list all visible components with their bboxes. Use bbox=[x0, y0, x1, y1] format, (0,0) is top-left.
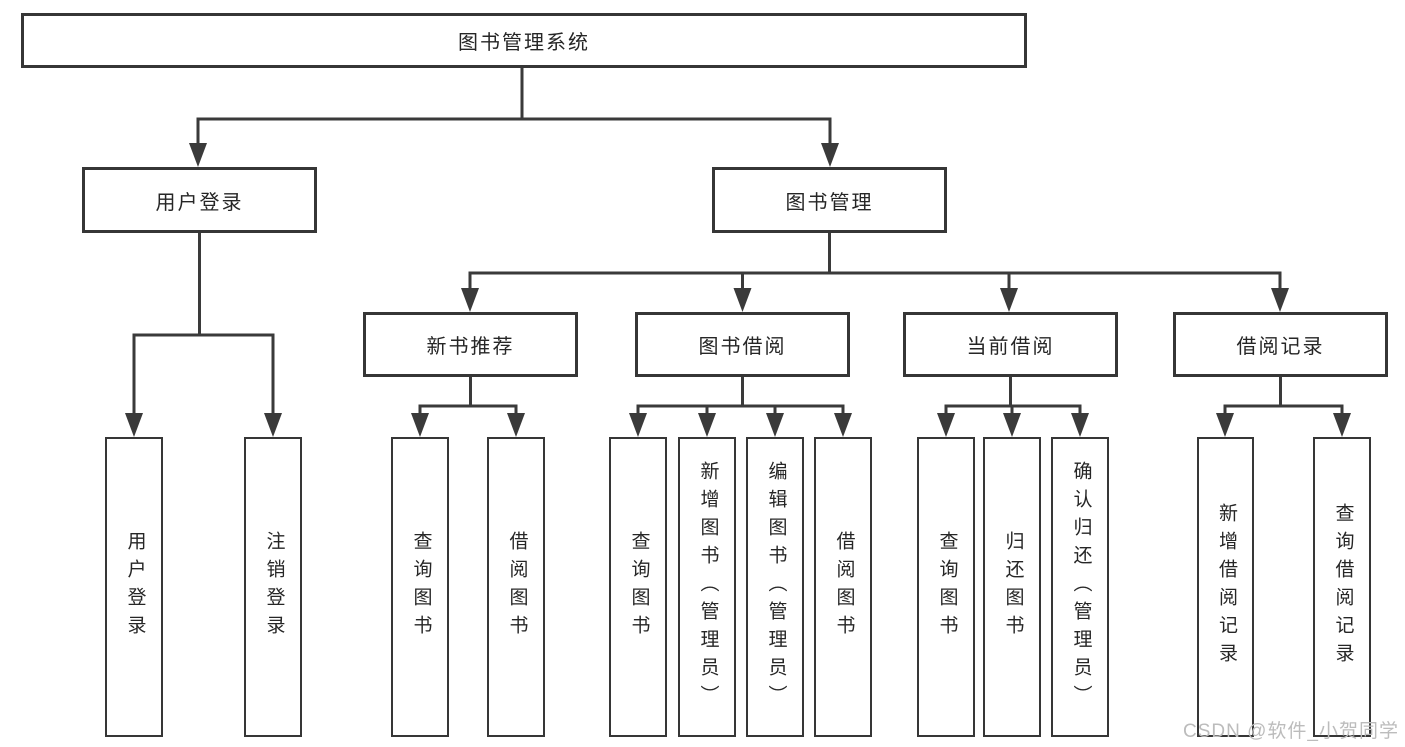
arrow-down-icon bbox=[733, 288, 752, 312]
leaf-query-books-borrow: 查询图书 bbox=[609, 437, 667, 737]
leaf-user-login: 用户登录 bbox=[105, 437, 163, 737]
arrow-down-icon bbox=[937, 413, 955, 437]
arrow-down-icon bbox=[264, 413, 282, 437]
node-label: 用户登录 bbox=[124, 531, 146, 643]
node-borrow-records: 借阅记录 bbox=[1173, 312, 1388, 377]
leaf-add-book-admin: 新增图书（管理员） bbox=[678, 437, 736, 737]
leaf-add-borrow-record: 新增借阅记录 bbox=[1197, 437, 1254, 737]
node-label: 新书推荐 bbox=[426, 336, 515, 358]
arrow-down-icon bbox=[1071, 413, 1089, 437]
leaf-logout: 注销登录 bbox=[244, 437, 302, 737]
arrow-down-icon bbox=[821, 143, 839, 167]
node-label: 查询借阅记录 bbox=[1332, 503, 1354, 671]
arrow-down-icon bbox=[766, 413, 784, 437]
arrow-down-icon bbox=[1000, 288, 1018, 312]
node-label: 用户登录 bbox=[155, 191, 244, 214]
arrow-down-icon bbox=[1216, 413, 1234, 437]
node-label: 借阅图书 bbox=[833, 531, 855, 643]
node-label: 查询图书 bbox=[628, 531, 650, 643]
leaf-edit-book-admin: 编辑图书（管理员） bbox=[746, 437, 804, 737]
node-label: 图书借阅 bbox=[698, 336, 787, 358]
node-user-login: 用户登录 bbox=[82, 167, 317, 233]
csdn-watermark: CSDN @软件_小贺同学 bbox=[1183, 721, 1399, 742]
leaf-return-book: 归还图书 bbox=[983, 437, 1041, 737]
arrow-down-icon bbox=[125, 413, 143, 437]
arrow-down-icon bbox=[1333, 413, 1351, 437]
leaf-query-books-recommend: 查询图书 bbox=[391, 437, 449, 737]
arrow-down-icon bbox=[1271, 288, 1289, 312]
node-label: 借阅图书 bbox=[506, 531, 528, 643]
node-label: 图书管理 bbox=[785, 191, 874, 214]
node-label: 借阅记录 bbox=[1236, 336, 1325, 358]
arrow-down-icon bbox=[629, 413, 647, 437]
node-label: 确认归还（管理员） bbox=[1070, 461, 1092, 713]
arrow-down-icon bbox=[1003, 413, 1021, 437]
node-new-book-recommend: 新书推荐 bbox=[363, 312, 578, 377]
node-label: 编辑图书（管理员） bbox=[765, 461, 787, 713]
leaf-borrow-books: 借阅图书 bbox=[814, 437, 872, 737]
arrow-down-icon bbox=[698, 413, 716, 437]
node-current-borrow: 当前借阅 bbox=[903, 312, 1118, 377]
node-label: 查询图书 bbox=[936, 531, 958, 643]
node-book-management: 图书管理 bbox=[712, 167, 947, 233]
node-label: 新增借阅记录 bbox=[1215, 503, 1237, 671]
node-label: 注销登录 bbox=[263, 531, 285, 643]
arrow-down-icon bbox=[189, 143, 207, 167]
leaf-query-books-current: 查询图书 bbox=[917, 437, 975, 737]
arrow-down-icon bbox=[461, 288, 479, 312]
node-label: 新增图书（管理员） bbox=[697, 461, 719, 713]
arrow-down-icon bbox=[411, 413, 429, 437]
leaf-query-borrow-record: 查询借阅记录 bbox=[1313, 437, 1371, 737]
node-label: 当前借阅 bbox=[966, 336, 1055, 358]
node-label: 图书管理系统 bbox=[458, 32, 590, 54]
arrow-down-icon bbox=[507, 413, 525, 437]
leaf-confirm-return-admin: 确认归还（管理员） bbox=[1051, 437, 1109, 737]
leaf-borrow-books-recommend: 借阅图书 bbox=[487, 437, 545, 737]
node-root-system: 图书管理系统 bbox=[21, 13, 1027, 68]
arrow-down-icon bbox=[834, 413, 852, 437]
node-book-borrow: 图书借阅 bbox=[635, 312, 850, 377]
connector-lines bbox=[132, 68, 1344, 418]
arrowhead-icons bbox=[125, 143, 1351, 437]
node-label: 查询图书 bbox=[410, 531, 432, 643]
node-label: 归还图书 bbox=[1002, 531, 1024, 643]
